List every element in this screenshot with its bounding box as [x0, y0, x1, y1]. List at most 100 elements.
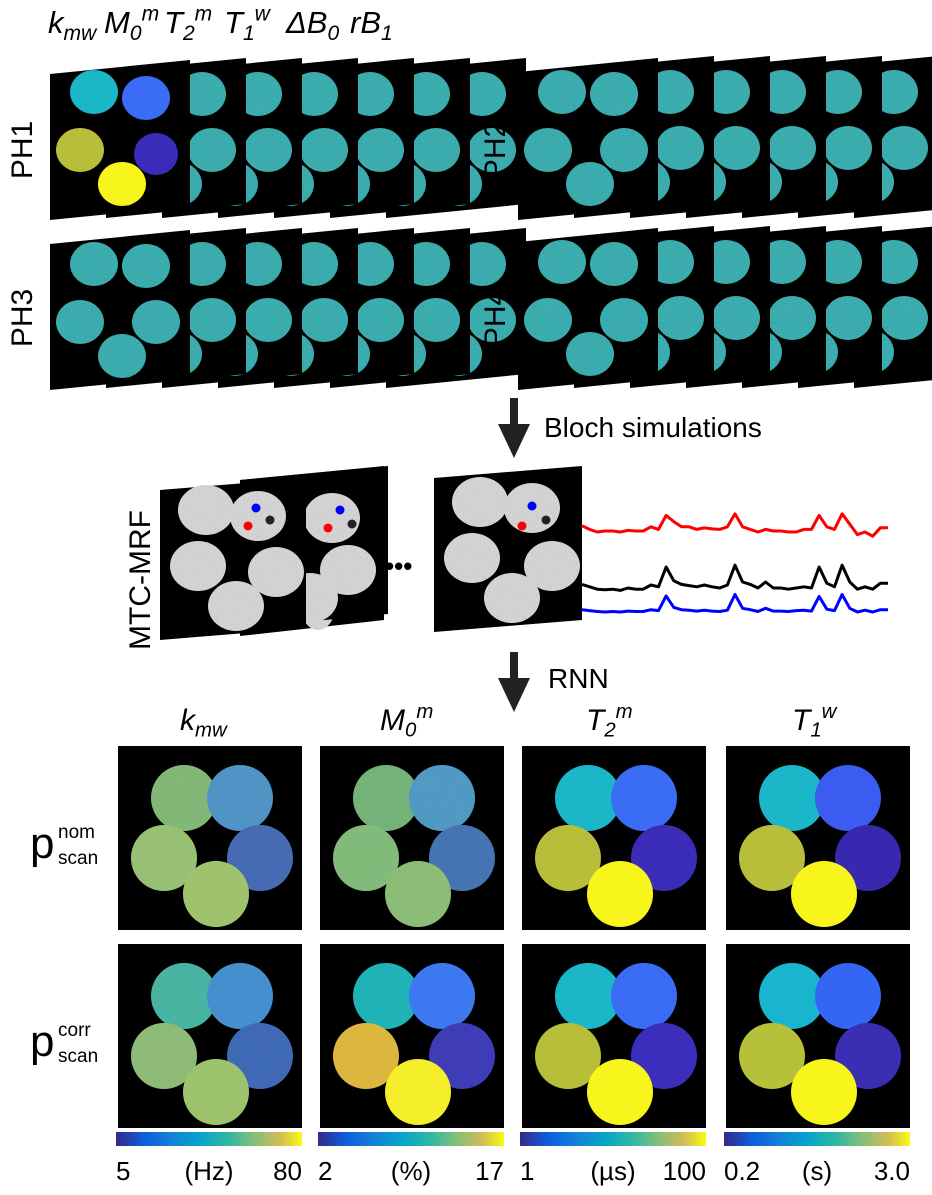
slice-panel [160, 478, 306, 640]
mrf-vial [178, 485, 234, 535]
mrf-vial [208, 581, 264, 631]
row-header: p [30, 819, 54, 868]
colorbar-unit: (Hz) [184, 1156, 233, 1186]
phantom-vial [300, 298, 348, 342]
phantom-vial [122, 244, 170, 288]
result-vial [631, 1023, 697, 1089]
mrf-vial [230, 491, 286, 541]
slice-panel [50, 60, 190, 220]
phantom-vial [244, 128, 292, 172]
row-header: p [30, 1017, 54, 1066]
row-header-sup: nom [58, 822, 95, 843]
vial-noise [227, 825, 293, 891]
colorbar-unit: (%) [391, 1156, 431, 1186]
phantom-vial [566, 332, 614, 376]
phantom-vial [824, 296, 872, 340]
header-param: ΔB0 [285, 5, 339, 45]
result-vial [353, 963, 419, 1029]
result-vial [333, 1023, 399, 1089]
result-vial [791, 1059, 857, 1125]
colorbar-min: 1 [520, 1156, 534, 1186]
result-map-panel [522, 746, 706, 930]
result-vial [587, 1059, 653, 1125]
result-vial [555, 765, 621, 831]
result-vial [759, 765, 825, 831]
phantom-vial [524, 298, 572, 342]
roi-dot-black [347, 519, 357, 529]
result-map-panel [726, 746, 910, 930]
colorbar-max: 80 [273, 1156, 302, 1186]
vial-noise [227, 1023, 293, 1089]
vial-noise [183, 1059, 249, 1125]
phantom-vial [134, 133, 178, 175]
column-header: kmw [180, 704, 228, 742]
result-vial [835, 1023, 901, 1089]
vial-noise [207, 765, 273, 831]
slice-panel [518, 228, 658, 390]
vial-noise [183, 861, 249, 927]
signal-curves [581, 512, 888, 614]
result-vial [555, 963, 621, 1029]
phantom-vial [56, 300, 104, 344]
result-map-panel [726, 944, 910, 1128]
rnn-arrow [498, 652, 530, 712]
roi-dot-red [323, 523, 333, 533]
phantom-vial [412, 128, 460, 172]
vial-noise [333, 825, 399, 891]
result-map-panel [118, 944, 302, 1128]
mrf-vial [304, 493, 360, 543]
phantom-vial [468, 128, 516, 172]
colorbar-max: 3.0 [874, 1156, 910, 1186]
header-param: kmw [48, 5, 98, 45]
phantom-vial [244, 298, 292, 342]
phantom-label: PH2 [479, 121, 512, 179]
vial-noise [151, 765, 217, 831]
phantom-vial [880, 126, 928, 170]
bloch-step-label: Bloch simulations [544, 412, 762, 443]
phantom-vial [70, 242, 118, 286]
mtc-mrf-section [160, 466, 582, 640]
mrf-vial [484, 573, 540, 623]
vial-noise [429, 825, 495, 891]
phantom-vial [98, 162, 146, 206]
bloch-arrow [498, 398, 530, 458]
result-map-panel [320, 746, 504, 930]
vial-noise [353, 765, 419, 831]
result-vial [587, 861, 653, 927]
colorbar-min: 2 [318, 1156, 332, 1186]
result-vial [791, 861, 857, 927]
phantom-vial [356, 298, 404, 342]
phantom-vial [768, 296, 816, 340]
phantom-vial [98, 334, 146, 378]
result-vial [631, 825, 697, 891]
vial-noise [385, 861, 451, 927]
header-param: T2m [164, 3, 212, 45]
result-vial [429, 1023, 495, 1089]
mrf-vial [170, 541, 226, 591]
phantom-stack: PH2 [479, 56, 932, 220]
header-param: T1w [224, 3, 272, 45]
ellipsis: ••• [385, 551, 412, 581]
phantom-vial [468, 298, 516, 342]
result-maps [118, 746, 910, 1128]
colorbar [318, 1132, 504, 1146]
row-header-sub: scan [58, 1046, 98, 1067]
colorbar [724, 1132, 910, 1146]
phantom-vial [590, 242, 638, 286]
mtc-mrf-label: MTC-MRF [124, 510, 157, 650]
phantom-vial [188, 298, 236, 342]
result-vial [611, 963, 677, 1029]
phantom-stack: PH3 [6, 228, 526, 390]
phantom-vial [538, 70, 586, 114]
phantom-vial [712, 296, 760, 340]
result-vial [535, 1023, 601, 1089]
vial-noise [207, 963, 273, 1029]
row-header-sup: corr [58, 1020, 91, 1041]
phantom-vial [132, 300, 180, 344]
colorbar-min: 0.2 [724, 1156, 760, 1186]
mrf-vial [444, 533, 500, 583]
phantom-vial [566, 162, 614, 206]
result-vial [739, 825, 805, 891]
